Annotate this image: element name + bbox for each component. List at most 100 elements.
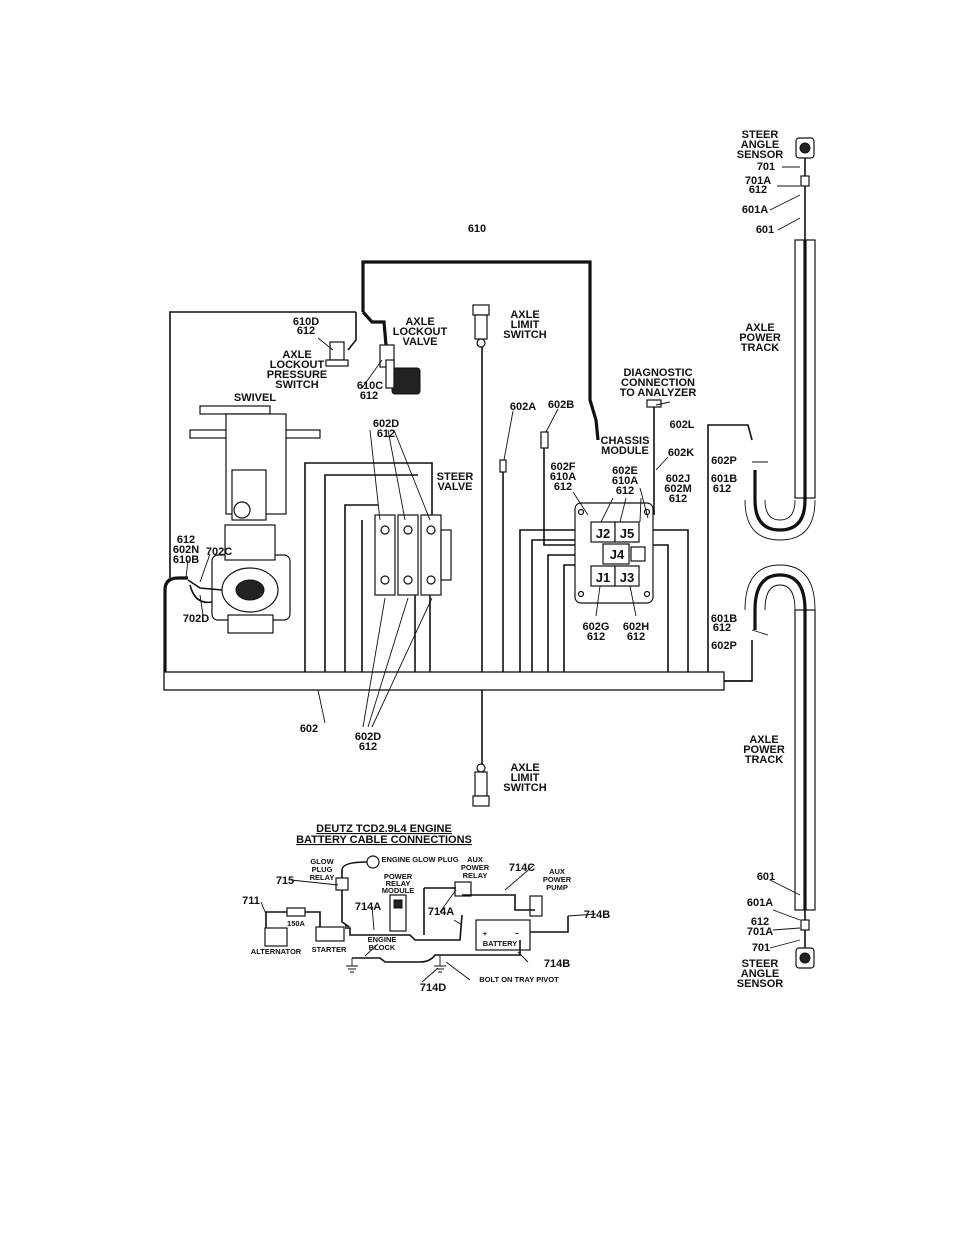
label-612-602d-top: 612 bbox=[377, 428, 395, 440]
label-limit-switch-bottom-2: LIMIT bbox=[511, 772, 540, 784]
label-diagnostic-2: CONNECTION bbox=[621, 377, 695, 389]
label-pressure-switch-1: AXLE bbox=[282, 349, 311, 361]
label-steer-sensor-bottom-1: STEER bbox=[742, 958, 779, 970]
connector-602b bbox=[540, 431, 549, 449]
label-601-bottom: 601 bbox=[757, 871, 775, 883]
label-engine-block-1: ENGINE bbox=[368, 935, 397, 944]
label-612-602j: 612 bbox=[669, 493, 687, 505]
label-power-relay-module-2: RELAY bbox=[386, 879, 411, 888]
label-power-track-top-1: AXLE bbox=[745, 322, 774, 334]
label-612-top-sensor: 612 bbox=[749, 184, 767, 196]
label-power-track-bottom-3: TRACK bbox=[745, 754, 784, 766]
connector-diagnostic bbox=[646, 399, 662, 408]
chassis-module: J2 J5 J4 J1 J3 bbox=[574, 502, 654, 604]
label-steer-sensor-top-2: ANGLE bbox=[741, 139, 780, 151]
label-701-bottom: 701 bbox=[752, 942, 770, 954]
wire-right-a bbox=[650, 544, 669, 672]
label-702d: 702D bbox=[183, 613, 209, 625]
label-limit-switch-bottom-3: SWITCH bbox=[503, 782, 546, 794]
wire-714a bbox=[345, 887, 463, 941]
wire-602p bbox=[707, 424, 753, 672]
label-602d-bottom: 602D bbox=[355, 731, 381, 743]
aux-power-relay-icon bbox=[454, 881, 472, 897]
label-aux-power-relay-1: AUX bbox=[467, 855, 483, 864]
connector-j3: J3 bbox=[620, 570, 634, 585]
wire-714b bbox=[530, 916, 569, 933]
label-612-601b-bottom: 612 bbox=[713, 622, 731, 634]
label-612-bottom-sensor: 612 bbox=[751, 916, 769, 928]
label-pressure-switch-3: PRESSURE bbox=[267, 369, 328, 381]
connector-602a bbox=[499, 459, 507, 473]
label-610d: 610D bbox=[293, 316, 319, 328]
label-602: 602 bbox=[300, 723, 318, 735]
wire-glow-plug bbox=[341, 861, 368, 878]
label-glow-plug-relay-3: RELAY bbox=[310, 873, 335, 882]
main-harness-bar bbox=[163, 671, 725, 691]
steer-valve-icon bbox=[374, 514, 452, 596]
aux-power-pump-icon bbox=[529, 895, 543, 917]
label-612-left: 612 bbox=[177, 534, 195, 546]
steer-angle-sensor-top-icon bbox=[795, 137, 815, 159]
connector-j2: J2 bbox=[596, 526, 610, 541]
label-aux-power-relay-3: RELAY bbox=[463, 871, 488, 880]
label-701a-bottom: 701A bbox=[747, 926, 773, 938]
wire-610d bbox=[169, 311, 356, 578]
battery-icon: + − bbox=[475, 919, 531, 951]
wire-702d bbox=[189, 584, 213, 604]
label-limit-switch-top-3: SWITCH bbox=[503, 329, 546, 341]
label-602b: 602B bbox=[548, 399, 574, 411]
engine-glow-plug-icon bbox=[366, 855, 380, 869]
label-612-602g: 612 bbox=[587, 631, 605, 643]
label-power-track-top-3: TRACK bbox=[741, 342, 780, 354]
label-bolt-on-tray-pivot: BOLT ON TRAY PIVOT bbox=[479, 975, 559, 984]
label-610a-602f: 610A bbox=[550, 471, 576, 483]
battery-minus-label: − bbox=[515, 929, 520, 938]
label-610: 610 bbox=[468, 223, 486, 235]
label-chassis-module-2: MODULE bbox=[601, 445, 649, 457]
label-602l: 602L bbox=[669, 419, 694, 431]
label-602e: 602E bbox=[612, 465, 638, 477]
connector-j4: J4 bbox=[610, 547, 625, 562]
wire-left-3 bbox=[344, 504, 378, 672]
label-battery: BATTERY bbox=[483, 939, 518, 948]
label-engine-glow-plug: ENGINE GLOW PLUG bbox=[381, 855, 458, 864]
battery-plus-label: + bbox=[483, 929, 488, 938]
swivel-icon bbox=[189, 405, 321, 634]
axle-power-track-top-icon bbox=[744, 239, 816, 541]
label-150a: 150A bbox=[287, 919, 306, 928]
label-714b-lower: 714B bbox=[544, 958, 570, 970]
wire-center-c bbox=[547, 554, 586, 672]
label-602n: 602N bbox=[173, 544, 199, 556]
label-602a: 602A bbox=[510, 401, 536, 413]
label-engine-block-2: BLOCK bbox=[369, 943, 396, 952]
connector-j1: J1 bbox=[596, 570, 610, 585]
label-steer-sensor-top-1: STEER bbox=[742, 129, 779, 141]
label-701-top: 701 bbox=[757, 161, 775, 173]
steer-angle-sensor-bottom-icon bbox=[795, 947, 815, 969]
label-aux-power-relay-2: POWER bbox=[461, 863, 490, 872]
label-limit-switch-top-2: LIMIT bbox=[511, 319, 540, 331]
label-601a-top: 601A bbox=[742, 204, 768, 216]
axle-limit-switch-bottom-icon bbox=[472, 763, 490, 807]
connector-701a-bottom bbox=[800, 919, 810, 931]
label-steer-valve-1: STEER bbox=[437, 471, 474, 483]
label-610c: 610C bbox=[357, 380, 383, 392]
wire-610d-drop bbox=[347, 312, 357, 351]
label-glow-plug-relay-2: PLUG bbox=[312, 865, 333, 874]
label-lockout-valve-1: AXLE bbox=[405, 316, 434, 328]
label-pressure-switch-4: SWITCH bbox=[275, 379, 318, 391]
label-602f: 602F bbox=[550, 461, 575, 473]
label-diagnostic-3: TO ANALYZER bbox=[620, 387, 697, 399]
label-steer-valve-2: VALVE bbox=[437, 481, 472, 493]
label-714a-left: 714A bbox=[355, 901, 381, 913]
wire-center-b bbox=[531, 539, 582, 672]
connector-j5: J5 bbox=[620, 526, 634, 541]
label-starter: STARTER bbox=[312, 945, 347, 954]
power-relay-module-icon bbox=[389, 894, 407, 932]
label-power-relay-module-3: MODULE bbox=[382, 886, 415, 895]
label-715: 715 bbox=[276, 875, 294, 887]
label-lockout-valve-2: LOCKOUT bbox=[393, 326, 448, 338]
connector-701a-top bbox=[800, 175, 810, 187]
label-610a-602e: 610A bbox=[612, 475, 638, 487]
